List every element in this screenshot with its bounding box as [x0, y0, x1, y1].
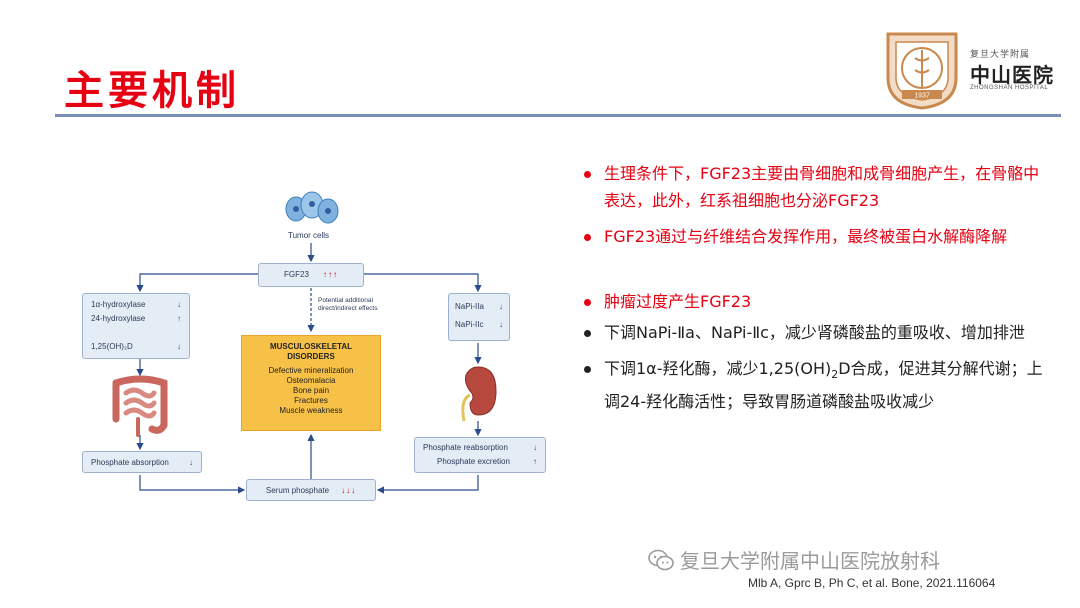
bullet-item: 生理条件下，FGF23主要由骨细胞和成骨细胞产生，在骨骼中表达，此外，红系祖细胞… [582, 160, 1052, 214]
logo-year: 1937 [914, 93, 930, 100]
bullet-dot-icon [584, 366, 591, 373]
vitamin-d-label: 1,25(OH)₂D [91, 342, 133, 351]
alpha-hydroxylase-arrow: ↓ [177, 300, 181, 309]
enzyme-box: 1α-hydroxylase ↓ 24-hydroxylase ↑ 1,25(OH)… [82, 293, 190, 359]
logo-name: 中山医院 [970, 63, 1054, 87]
intestine-icon [112, 375, 168, 437]
musculoskeletal-disorders-box: MUSCULOSKELETAL DISORDERS Defective mine… [241, 335, 381, 431]
slide-title: 主要机制 [64, 68, 240, 114]
fgf23-arrows: ↑↑↑ [322, 270, 338, 279]
subscript: 2 [831, 368, 839, 382]
bullet-item: 下调1α-羟化酶，减少1,25(OH)2D合成，促进其分解代谢；上调24-羟化酶… [582, 355, 1052, 415]
bullet-dot-icon [584, 330, 591, 337]
fgf23-box: FGF23 ↑↑↑ [258, 263, 364, 287]
potential-effects-note: Potential additional direct/indirect eff… [318, 297, 378, 313]
msd-title: MUSCULOSKELETAL DISORDERS [242, 342, 380, 362]
fgf23-label: FGF23 [284, 270, 309, 279]
napi-box: NaPi-IIa ↓ NaPi-IIc ↓ [448, 293, 510, 341]
excretion-arrow: ↑ [533, 457, 537, 466]
msd-title-line-1: MUSCULOSKELETAL [269, 342, 353, 351]
bullet-text: FGF23通过与纤维结合发挥作用，最终被蛋白水解酶降解 [604, 227, 1008, 246]
bullet-text: 生理条件下，FGF23主要由骨细胞和成骨细胞产生，在骨骼中表达，此外，红系祖细胞… [604, 164, 1040, 210]
hospital-emblem-icon: 1937 [886, 32, 958, 110]
tumor-cells-label: Tumor cells [288, 231, 330, 240]
watermark-text: 复旦大学附属中山医院放射科 [680, 549, 940, 573]
vitamin-d-arrow: ↓ [177, 342, 181, 351]
bullet-text-part: D合成，促进其分解代谢；上调24-羟化酶活性；导致胃肠道磷酸盐吸收减少 [604, 359, 1043, 412]
bullet-text: 下调NaPi-Ⅱa、NaPi-Ⅱc，减少肾磷酸盐的重吸收、增加排泄 [604, 323, 1025, 342]
wechat-icon [648, 549, 674, 570]
msd-item: Defective mineralization [268, 366, 354, 375]
wechat-watermark: 复旦大学附属中山医院放射科 [648, 545, 940, 574]
bullet-item: 下调NaPi-Ⅱa、NaPi-Ⅱc，减少肾磷酸盐的重吸收、增加排泄 [582, 319, 1052, 346]
reabsorption-arrow: ↓ [533, 443, 537, 452]
mechanism-diagram: Tumor cells FGF23 ↑↑↑ Potential addition… [78, 185, 566, 515]
kidney-icon [461, 366, 497, 422]
msd-item: Osteomalacia [286, 376, 336, 385]
tumor-cells-icon [285, 191, 339, 224]
title-divider [55, 114, 1061, 117]
phosphate-absorption-box: Phosphate absorption ↓ [82, 451, 202, 473]
bullet-item: FGF23通过与纤维结合发挥作用，最终被蛋白水解酶降解 [582, 223, 1052, 250]
serum-phosphate-label: Serum phosphate [265, 486, 330, 495]
msd-title-line-2: DISORDERS [287, 352, 335, 361]
napi-iia-label: NaPi-IIa [455, 302, 484, 311]
reabsorption-label: Phosphate reabsorption [423, 443, 508, 452]
24-hydroxylase-label: 24-hydroxylase [91, 314, 146, 323]
serum-phosphate-arrows: ↓↓↓ [341, 486, 357, 495]
serum-phosphate-box: Serum phosphate ↓↓↓ [246, 479, 376, 501]
napi-iic-label: NaPi-IIc [455, 320, 484, 329]
bullet-dot-icon [584, 171, 591, 178]
citation: Mlb A, Gprc B, Ph C, et al. Bone, 2021.1… [748, 576, 996, 590]
logo-subtitle: 复旦大学附属 [970, 50, 1031, 60]
msd-item: Fractures [294, 396, 328, 405]
msd-item: Bone pain [292, 386, 330, 395]
24-hydroxylase-arrow: ↑ [177, 314, 181, 323]
napi-iic-arrow: ↓ [499, 320, 503, 329]
napi-iia-arrow: ↓ [499, 302, 503, 311]
alpha-hydroxylase-label: 1α-hydroxylase [91, 300, 146, 309]
logo-english: ZHONGSHAN HOSPITAL [970, 85, 1049, 91]
potential-line-1: Potential additional [318, 297, 373, 304]
hospital-logo: 1937 复旦大学附属 中山医院 ZHONGSHAN HOSPITAL [882, 30, 1062, 110]
msd-item: Muscle weakness [279, 406, 343, 415]
absorption-label: Phosphate absorption [91, 458, 169, 467]
excretion-label: Phosphate excretion [437, 457, 510, 466]
bullet-item: 肿瘤过度产生FGF23 [582, 288, 1052, 315]
bullet-dot-icon [584, 234, 591, 241]
bullet-text-part: 下调1α-羟化酶，减少1,25(OH) [604, 359, 832, 378]
potential-line-2: direct/indirect effects [318, 305, 378, 312]
bullet-text: 肿瘤过度产生FGF23 [604, 292, 752, 311]
bullet-dot-icon [584, 299, 591, 306]
absorption-arrow: ↓ [189, 458, 193, 467]
diagram-connectors [136, 243, 482, 494]
bullet-list: 生理条件下，FGF23主要由骨细胞和成骨细胞产生，在骨骼中表达，此外，红系祖细胞… [582, 160, 1052, 424]
bullet-text: 下调1α-羟化酶，减少1,25(OH)2D合成，促进其分解代谢；上调24-羟化酶… [604, 359, 1043, 411]
phosphate-renal-box: Phosphate reabsorption ↓ Phosphate excret… [414, 437, 546, 473]
